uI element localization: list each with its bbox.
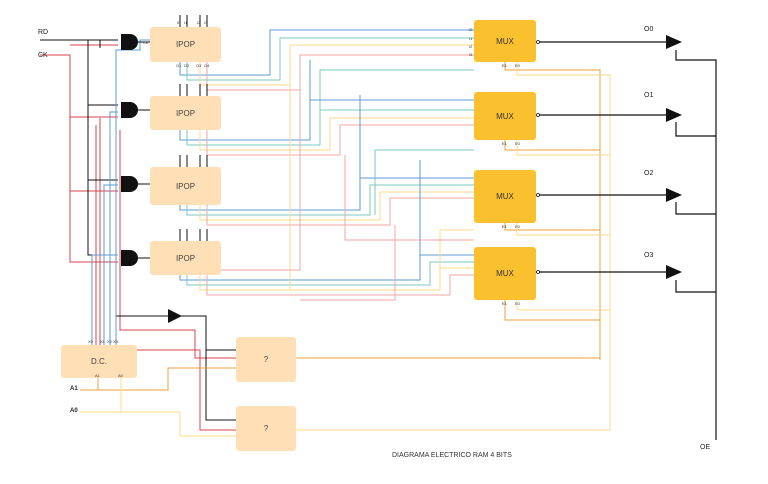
ipop-in-pin: I3: [204, 20, 208, 25]
rd-input-label: RD: [38, 29, 49, 36]
select-wires: [296, 62, 611, 431]
and-gates: [121, 34, 138, 266]
output-label-o2: O2: [644, 170, 654, 177]
ipop-out-pin: O2: [184, 63, 190, 68]
ipop-in-pin: I2: [197, 20, 201, 25]
and-gate-1: [121, 34, 138, 50]
mux-sel-pin: E1: [502, 63, 507, 68]
data-bus-wires: [179, 29, 474, 301]
ipop-input-pins: [179, 15, 208, 241]
ipop-in-pin: I0: [177, 20, 181, 25]
ipop-label: IPOP: [175, 108, 196, 118]
ck-pin-label: CK: [143, 40, 149, 45]
mux-block-4: MUX: [474, 247, 536, 300]
unknown-label: ?: [263, 424, 269, 433]
decoder-wires: [91, 39, 150, 345]
decoder-label: D.C.: [91, 357, 107, 366]
mux-label: MUX: [496, 36, 514, 46]
mux-sel-pin: E0: [515, 63, 520, 68]
ipop-label: IPOP: [175, 181, 196, 191]
ck-input-label: CK: [38, 52, 48, 59]
output-label-o3: O3: [644, 252, 654, 259]
ck-wires: [40, 44, 236, 431]
output-label-o0: O0: [644, 26, 654, 33]
output-buffers: [168, 35, 682, 323]
decoder-out-pin: X3: [113, 339, 118, 344]
mux-block-1: MUX: [474, 20, 536, 62]
ipop-out-pin: O4: [204, 63, 210, 68]
ipop-label: IPOP: [175, 40, 196, 49]
diagram-caption: DIAGRAMA ELECTRICO RAM 4 BITS: [392, 452, 512, 459]
mux-label: MUX: [496, 269, 514, 278]
mux-label: MUX: [496, 192, 514, 201]
address0-wires: [80, 378, 236, 437]
mux-in-pin: I2: [469, 44, 473, 49]
mux-block-2: MUX: [474, 92, 536, 140]
address-wires: [80, 367, 236, 391]
buffer-rd: [168, 309, 182, 323]
mux-sel-pin: E0: [515, 224, 520, 229]
mux-in-pin: I1: [469, 36, 473, 41]
ipop-out-pin: O3: [196, 63, 202, 68]
mux-sel-pin: E1: [502, 301, 507, 306]
buffer-o1: [666, 108, 682, 122]
unknown-block-1: ?: [236, 337, 296, 382]
decoder-out-pin: X0: [88, 339, 93, 344]
and-gate-2: [121, 102, 138, 118]
buffer-o0: [666, 35, 682, 49]
decoder-block: D.C.: [61, 345, 137, 378]
decoder-out-pin: X2: [107, 339, 112, 344]
mux-label: MUX: [496, 111, 514, 121]
mux-in-pin: I0: [469, 27, 473, 32]
ipop-label: IPOP: [175, 253, 196, 263]
output-wires: [537, 41, 717, 440]
mux-sel-pin: E1: [502, 224, 507, 229]
mux-sel-pin: E1: [502, 141, 507, 146]
buffer-o2: [666, 188, 682, 202]
mux-sel-pin: E0: [515, 301, 520, 306]
ipop-in-pin: I1: [184, 20, 188, 25]
and-gate-3: [121, 176, 138, 192]
mux-sel-pin: E0: [515, 141, 520, 146]
ipop-block-3: IPOP: [150, 167, 221, 205]
a1-input-label: A1: [70, 386, 78, 392]
unknown-block-2: ?: [236, 406, 296, 451]
mux-block-3: MUX: [474, 170, 536, 223]
output-label-o1: O1: [644, 92, 654, 99]
unknown-label: ?: [263, 355, 269, 364]
oe-input-label: OE: [700, 444, 711, 451]
ipop-block-4: IPOP: [150, 241, 221, 275]
a0-input-label: A0: [70, 408, 78, 414]
ipop-block-2: IPOP: [150, 96, 221, 130]
decoder-in-pin: A1: [95, 373, 100, 378]
mux-output-dots: [536, 40, 540, 274]
ipop-out-pin: O1: [176, 63, 182, 68]
ipop-block-1: IPOP: [150, 27, 221, 62]
decoder-out-pin: X1: [100, 339, 105, 344]
buffer-o3: [666, 265, 682, 279]
mux-in-pin: I3: [469, 52, 473, 57]
decoder-in-pin: A0: [118, 373, 123, 378]
and-gate-4: [121, 250, 138, 266]
